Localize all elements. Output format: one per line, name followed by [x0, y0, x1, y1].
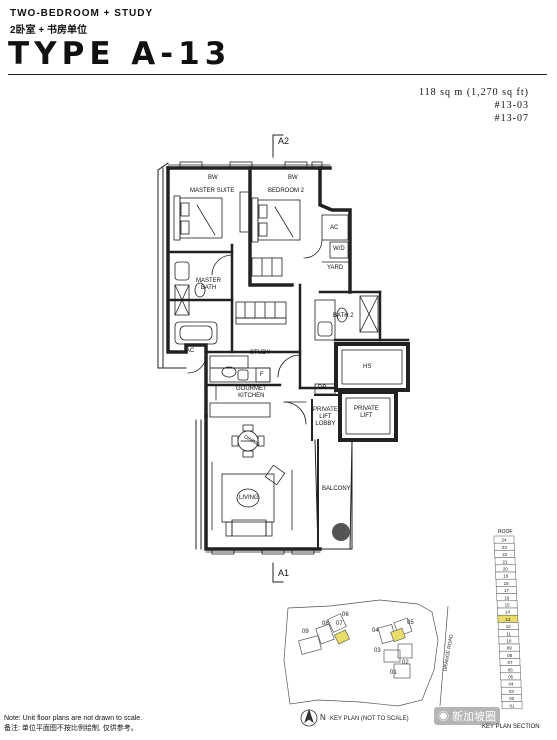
section-floor-label: 16: [504, 595, 510, 600]
section-floor-label: 24: [501, 538, 507, 543]
highlighted-unit: [334, 629, 350, 645]
section-floor-label: 10: [506, 639, 512, 644]
block-outline: [315, 623, 335, 645]
block-outline: [327, 613, 347, 633]
section-floor-label: 09: [507, 646, 513, 651]
section-floor: [501, 701, 523, 710]
section-floor-label: 05: [508, 675, 514, 680]
block-outline: [393, 617, 413, 637]
section-marker-top: [272, 134, 284, 161]
section-floor-label: 14: [505, 610, 511, 615]
wechat-icon: ◉: [438, 711, 449, 723]
section-floor-label: 03: [509, 689, 515, 694]
section-floor-label: 04: [508, 682, 514, 687]
section-floor-label: 12: [506, 624, 512, 629]
block-outline: [397, 643, 413, 659]
section-floor-label: 15: [505, 603, 511, 608]
north-arrow: [300, 708, 318, 727]
highlighted-unit: [390, 627, 406, 643]
master-bath-fixtures: [174, 254, 233, 345]
balcony-outline: [314, 439, 353, 550]
wardrobes: [235, 191, 287, 325]
living-furniture: [211, 461, 293, 537]
facade-strip-left: [157, 162, 202, 550]
section-floor-label: 18: [504, 581, 510, 586]
bedroom2-bed: [251, 197, 301, 243]
unit-subtitle-chinese: 2卧室 + 书房单位: [10, 25, 87, 36]
block-outline: [298, 635, 322, 655]
section-floor-label: 07: [507, 660, 513, 665]
master-bed: [173, 195, 223, 241]
lobby-door: [283, 399, 313, 441]
unit-type-title: TYPE A-13: [8, 36, 232, 72]
section-floor-label: 08: [507, 653, 513, 658]
interior-walls: [166, 243, 410, 390]
site-boundary: [283, 599, 439, 707]
service-yard: [303, 214, 351, 263]
section-floor-label: 21: [503, 559, 509, 564]
section-floor-label: 20: [503, 567, 509, 572]
area-info: 118 sq m (1,270 sq ft) #13-03 #13-07: [419, 86, 529, 125]
road-line: [439, 605, 449, 707]
section-floor-label: 23: [502, 545, 508, 550]
section-floor-label: 17: [504, 588, 510, 593]
section-floor-label: 06: [508, 667, 514, 672]
section-marker-bottom: [272, 562, 284, 583]
unit-size: 118 sq m (1,270 sq ft): [419, 87, 529, 98]
unit-number: #13-07: [494, 113, 529, 124]
header-rule: [8, 74, 547, 75]
disclaimer-note: Note: Unit floor plans are not drawn to …: [4, 714, 142, 734]
kitchen-counter: [209, 367, 271, 418]
section-floor-label: 13: [505, 617, 511, 622]
watermark: ◉ 新加坡圈: [434, 707, 501, 725]
dining-table: [231, 424, 265, 458]
unit-subtitle: TWO-BEDROOM + STUDY: [10, 8, 154, 19]
bath2-fixtures: [314, 295, 379, 341]
balcony-planter: [332, 523, 350, 541]
watermark-text: 新加坡圈: [452, 711, 497, 723]
section-floor-label: 01: [510, 703, 516, 708]
block-outline: [393, 663, 411, 679]
private-lift-shaft: [314, 383, 398, 442]
top-window-bays: [167, 161, 331, 169]
section-floor-label: 11: [506, 631, 511, 636]
section-floor-label: 02: [509, 696, 515, 701]
unit-number: #13-03: [494, 100, 529, 111]
section-floor-label: 19: [503, 574, 509, 579]
disclaimer-english: Note: Unit floor plans are not drawn to …: [4, 715, 143, 722]
disclaimer-chinese: 备注: 单位平面图不按比例绘制, 仅供参考。: [4, 725, 138, 732]
block-outline: [383, 649, 401, 663]
section-floor-label: 22: [502, 552, 508, 557]
bottom-window-bays: [205, 548, 321, 555]
